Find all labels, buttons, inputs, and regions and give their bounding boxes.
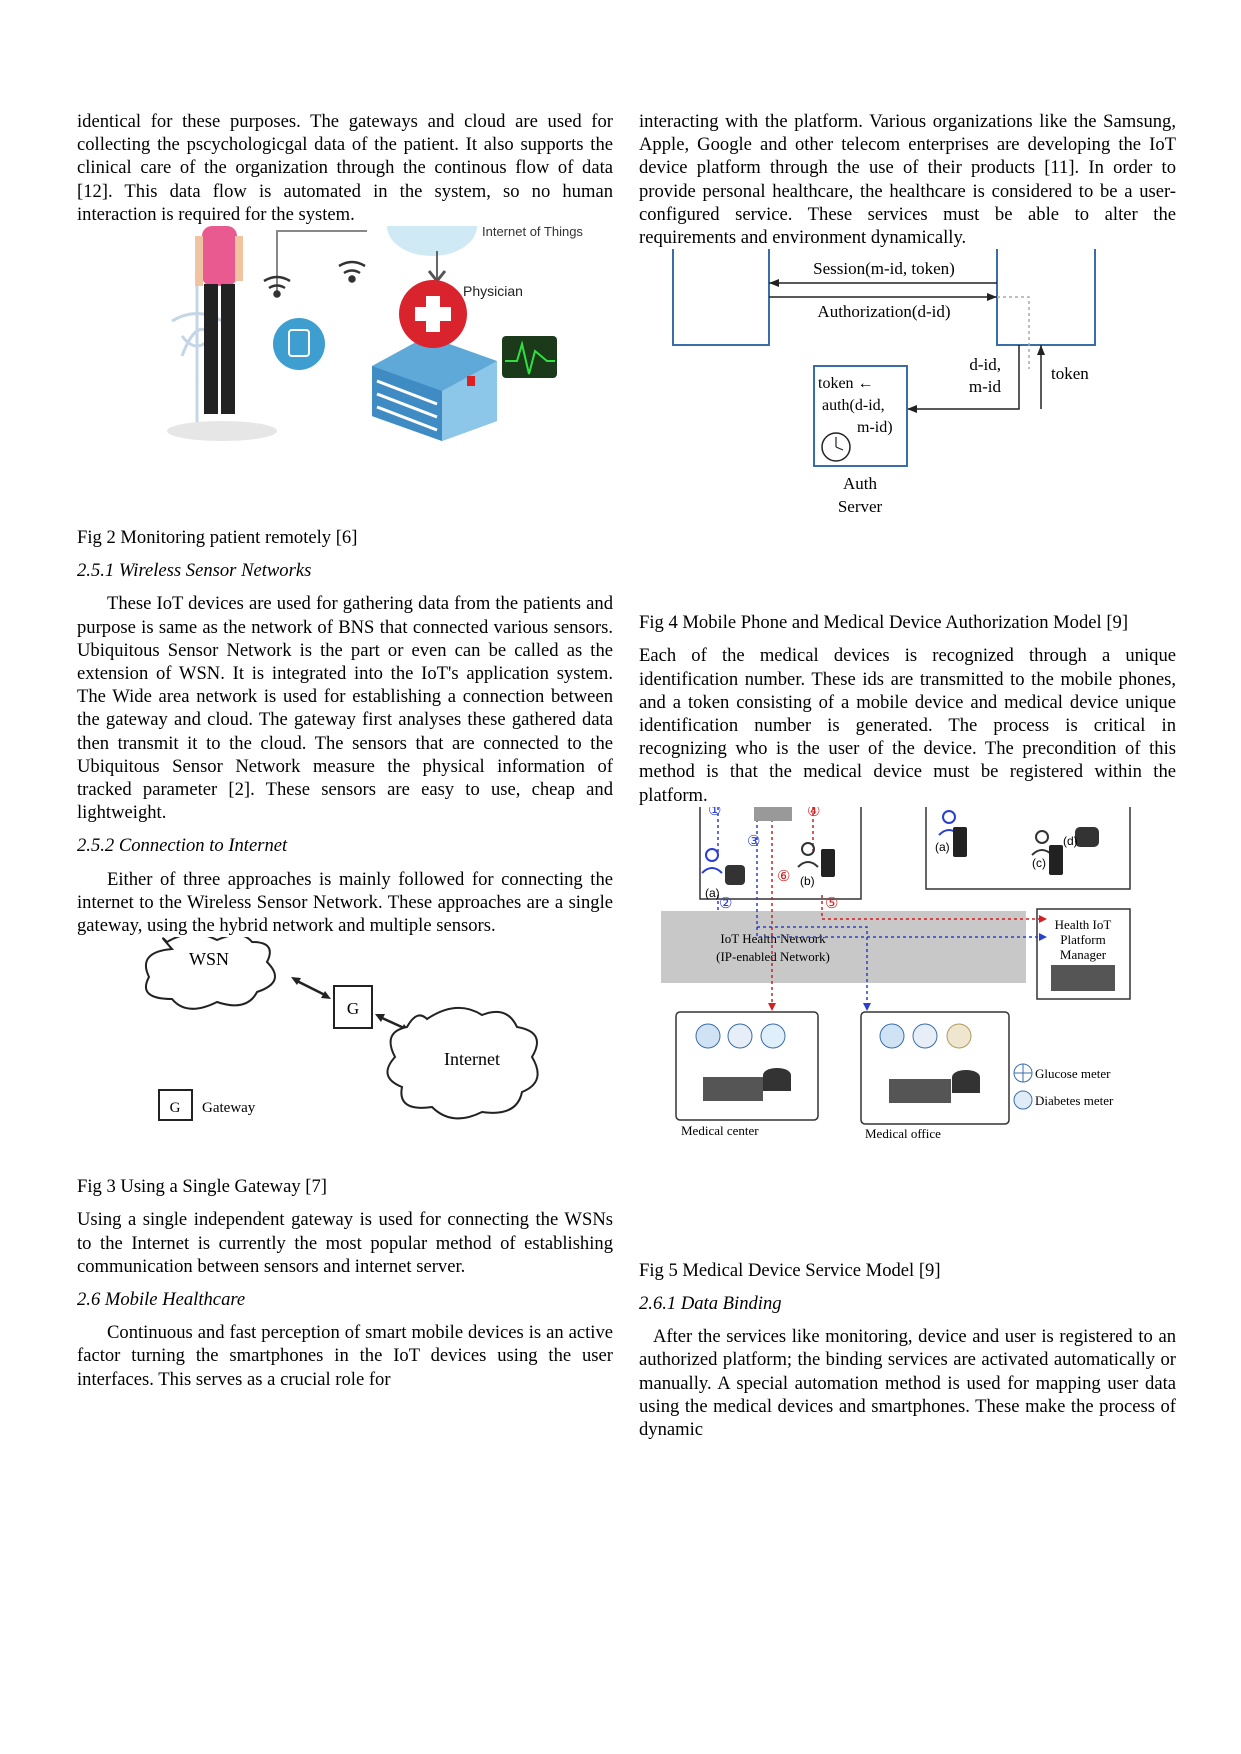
figure-3: WSN G Internet G Gateway	[77, 933, 613, 1175]
meter-icon	[879, 1023, 905, 1049]
figure-4: Session(m-id, token) Authorization(d-id)…	[639, 249, 1176, 611]
monitor-icon	[502, 336, 557, 379]
iot-health-network	[661, 910, 1026, 983]
authorization-model-diagram: Session(m-id, token) Authorization(d-id)…	[672, 249, 1096, 516]
phone-icon	[821, 848, 835, 877]
device-label: (c)	[1032, 856, 1046, 870]
diabetes-legend-icon	[1013, 1090, 1033, 1110]
network-label: (IP-enabled Network)	[716, 949, 830, 964]
mid-label: m-id	[969, 377, 1002, 396]
step-label: ③	[747, 834, 760, 850]
device-box	[925, 806, 1131, 890]
legend-label: Diabetes meter	[1035, 1093, 1114, 1108]
wifi-icon	[338, 260, 366, 283]
gateway-box	[333, 985, 373, 1030]
user-box	[699, 806, 862, 900]
tablet-icon	[273, 318, 325, 371]
patient-figure	[167, 226, 277, 442]
figure-caption: Fig 2 Monitoring patient remotely [6]	[77, 527, 358, 549]
paragraph: Either of three approaches is mainly fol…	[77, 868, 613, 937]
fig-label: Physician	[463, 283, 523, 299]
paragraph: These IoT devices are used for gathering…	[77, 593, 613, 824]
paragraph: identical for these purposes. The gatewa…	[77, 111, 613, 225]
section-heading: 2.5.1 Wireless Sensor Networks	[77, 560, 312, 582]
device-label: (d)	[1063, 834, 1078, 848]
cloud-globe-icon	[387, 226, 477, 257]
wifi-icon	[263, 275, 291, 298]
diabetes-meter-icon	[1075, 826, 1099, 847]
session-label: Session(m-id, token)	[813, 259, 955, 278]
figure-2: Internet of Things	[77, 224, 613, 526]
fig-label: Internet of Things	[482, 226, 583, 239]
paragraph: After the services like monitoring, devi…	[639, 1326, 1176, 1441]
device-icon	[754, 806, 792, 821]
figure-5: IoT Health Network (IP-enabled Network) …	[639, 803, 1176, 1259]
single-gateway-diagram: WSN G Internet G Gateway	[144, 933, 539, 1122]
server-label: Server	[838, 497, 883, 516]
meter-icon	[695, 1023, 721, 1049]
legend-gateway-box	[158, 1089, 193, 1122]
paragraph: interacting with the platform. Various o…	[639, 111, 1176, 249]
legend-label: Gateway	[202, 1100, 256, 1116]
medical-device-service-diagram: IoT Health Network (IP-enabled Network) …	[661, 803, 1131, 1141]
meter-icon	[912, 1023, 938, 1049]
internet-label: Internet	[444, 1049, 500, 1069]
wsn-cloud	[144, 933, 276, 1011]
manager-label: Health IoT	[1055, 917, 1112, 932]
server-icon	[889, 1078, 951, 1103]
glucose-meter-icon	[725, 864, 745, 885]
section-heading: 2.5.2 Connection to Internet	[77, 835, 288, 857]
meter-icon	[946, 1023, 972, 1049]
server-icon	[1051, 964, 1115, 991]
gateway-label: G	[347, 999, 359, 1018]
device-label: (a)	[935, 840, 950, 854]
legend-label: Glucose meter	[1035, 1066, 1111, 1081]
step-label: ⑤	[825, 896, 838, 912]
paragraph: Using a single independent gateway is us…	[77, 1209, 613, 1277]
left-column: identical for these purposes. The gatewa…	[77, 110, 613, 1391]
medical-center-label: Medical center	[681, 1123, 759, 1138]
device-label: (b)	[800, 874, 815, 888]
server-icon	[703, 1076, 763, 1101]
wsn-label: WSN	[189, 949, 229, 969]
phone-icon	[1049, 844, 1063, 875]
hospital-icon	[372, 336, 497, 442]
meter-icon	[727, 1023, 753, 1049]
auth-label: Auth	[843, 474, 878, 493]
paragraph: Each of the medical devices is recognize…	[639, 645, 1176, 806]
figure-caption: Fig 4 Mobile Phone and Medical Device Au…	[639, 612, 1129, 634]
step-label: ②	[719, 896, 732, 912]
mobile-phone-box	[672, 249, 770, 347]
step-label: ①	[708, 807, 721, 819]
internet-cloud	[386, 1007, 539, 1120]
manager-label: Platform	[1060, 932, 1106, 947]
legend-symbol: G	[170, 1100, 181, 1116]
medical-office-label: Medical office	[865, 1126, 941, 1141]
step-label: ⑥	[777, 869, 790, 885]
paragraph: Continuous and fast perception of smart …	[77, 1322, 613, 1390]
remote-monitoring-illustration: Internet of Things	[167, 224, 583, 442]
figure-caption: Fig 3 Using a Single Gateway [7]	[77, 1176, 327, 1198]
network-label: IoT Health Network	[720, 931, 826, 946]
auth-box-line: auth(d-id,	[822, 397, 885, 414]
user-icon	[701, 847, 723, 874]
step-label: ④	[807, 807, 820, 820]
manager-label: Manager	[1060, 947, 1107, 962]
phone-icon	[953, 826, 967, 857]
section-heading: 2.6 Mobile Healthcare	[77, 1289, 246, 1311]
meter-icon	[760, 1023, 786, 1049]
figure-caption: Fig 5 Medical Device Service Model [9]	[639, 1259, 941, 1281]
auth-box-line: m-id)	[857, 419, 893, 436]
user-icon	[797, 841, 819, 868]
section-heading: 2.6.1 Data Binding	[639, 1293, 782, 1315]
device-label: (a)	[705, 886, 720, 900]
right-column: interacting with the platform. Various o…	[639, 110, 1176, 1441]
auth-box-line: token ←	[818, 375, 874, 392]
clock-icon	[821, 432, 851, 462]
token-label: token	[1051, 364, 1089, 383]
authorization-label: Authorization(d-id)	[817, 302, 950, 321]
did-label: d-id,	[969, 355, 1001, 374]
